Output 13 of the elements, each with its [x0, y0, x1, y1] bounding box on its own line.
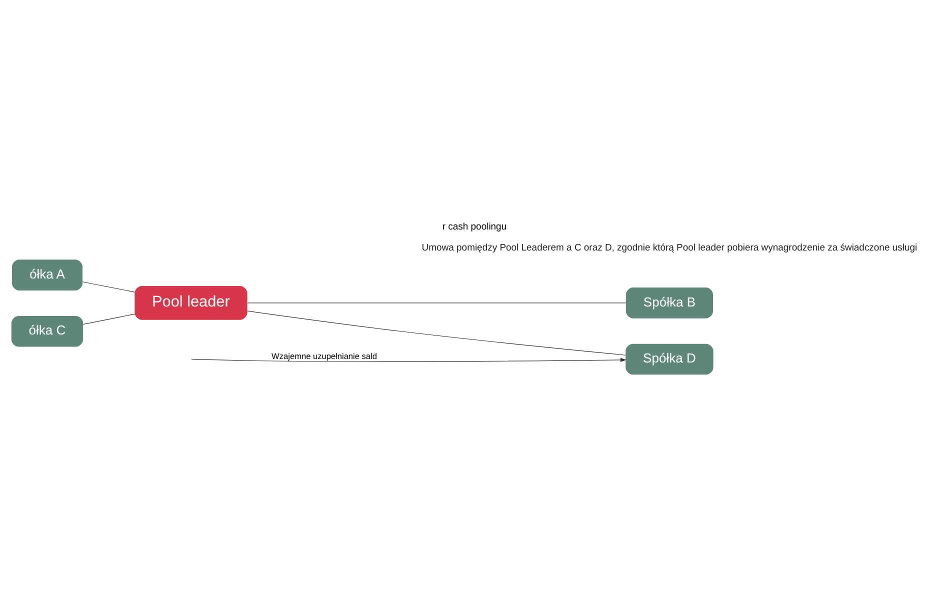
connector	[246, 302, 626, 303]
connector	[82, 313, 134, 324]
connector	[82, 281, 134, 292]
node-box: Pool leader	[134, 286, 247, 320]
node-box: Spółka B	[625, 287, 713, 318]
node-box: ółka C	[10, 315, 83, 346]
label: Umowa pomiędzy Pool Leaderem a C oraz D, zgodnie którą Pool leader pobiera wynagrodzenie za świadczone usługi	[421, 242, 917, 254]
edge-label: Wzajemne uzupełnianie sald	[271, 350, 376, 360]
node-box: Spółka D	[625, 343, 713, 374]
diagram-title: r cash poolingu	[442, 220, 506, 232]
arrow	[190, 357, 626, 362]
connector	[246, 310, 626, 355]
node-box: ółka A	[11, 259, 82, 290]
